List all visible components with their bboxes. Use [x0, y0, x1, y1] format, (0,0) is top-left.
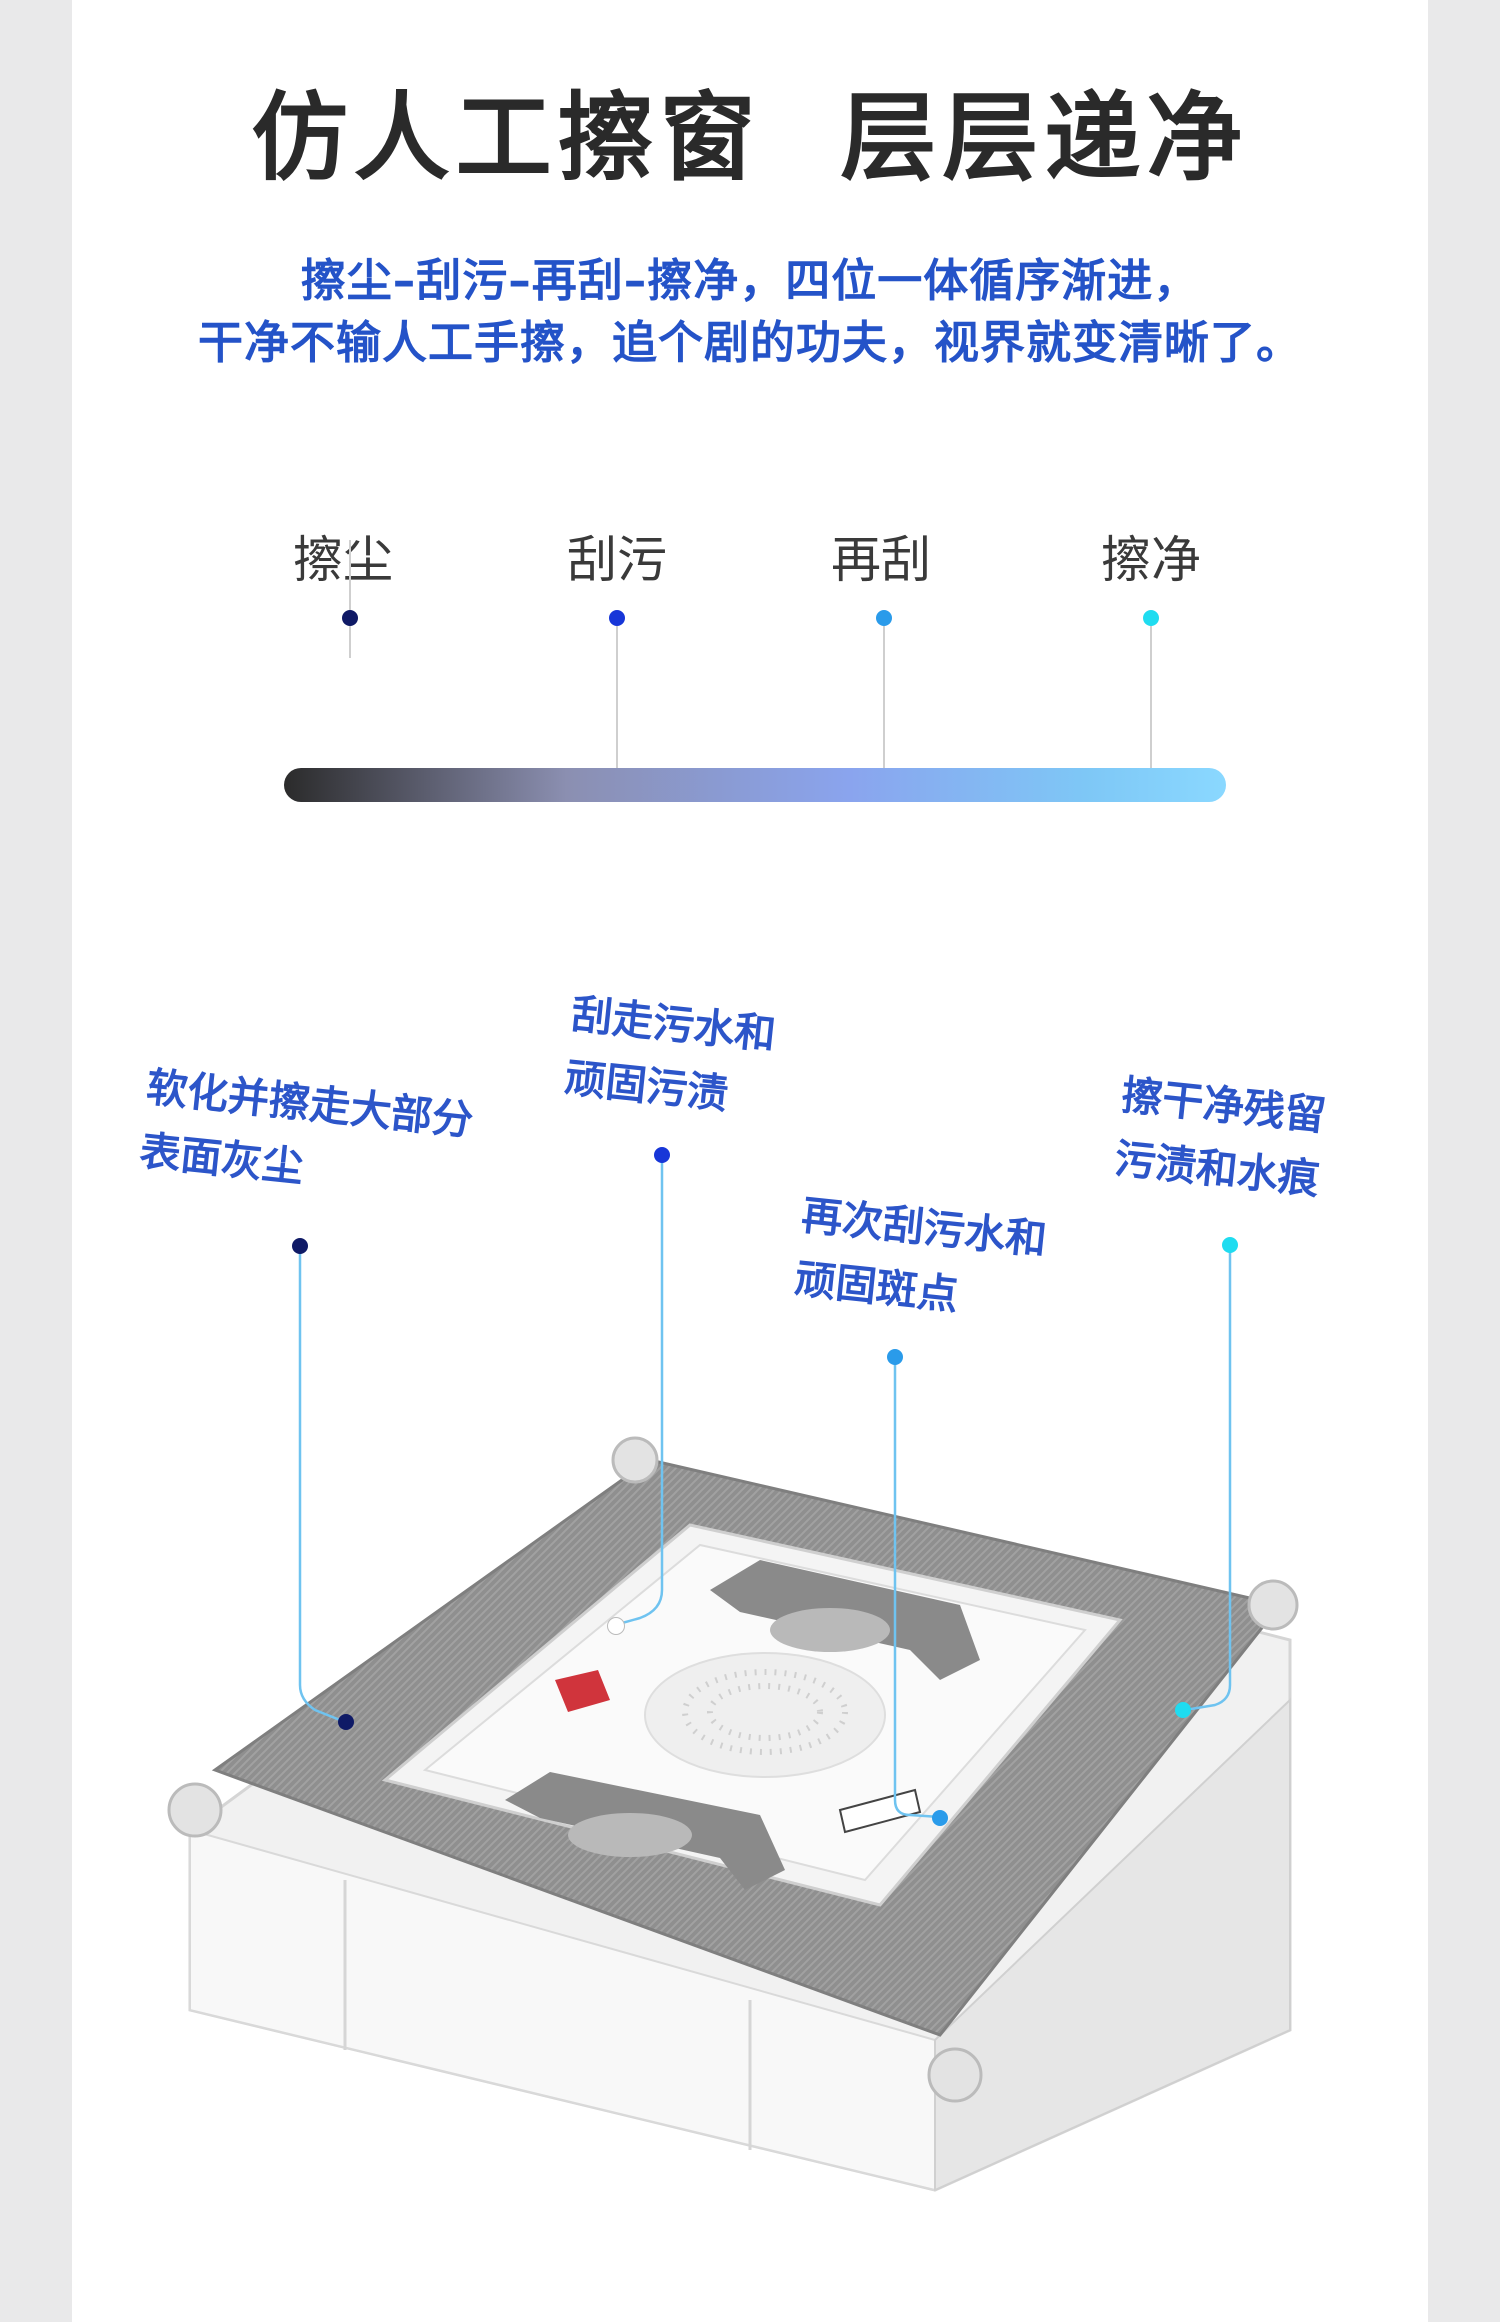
subtitle-line-1: 擦尘–刮污–再刮–擦净，四位一体循序渐进， — [300, 254, 1200, 307]
device-dot-dust — [338, 1714, 354, 1730]
step-line-rescrape — [883, 626, 885, 770]
callout-dot-wipe — [1222, 1237, 1238, 1253]
callout-dot-scrape — [654, 1147, 670, 1163]
device-dot-scrape — [607, 1617, 625, 1635]
step-line-wipe — [1150, 626, 1152, 770]
callout-wipe: 擦干净残留 污渍和水痕 — [1112, 1063, 1329, 1212]
callout-rescrape: 再次刮污水和 顽固斑点 — [792, 1183, 1050, 1336]
callout-dot-dust — [292, 1238, 308, 1254]
callout-scrape: 刮走污水和 顽固污渍 — [562, 982, 779, 1131]
step-dot-wipe — [1143, 610, 1159, 626]
step-line-scrape — [616, 626, 618, 770]
page-title: 仿人工擦窗 层层递净 — [251, 82, 1249, 194]
step-label-dust: 擦尘 — [293, 531, 393, 589]
subtitle-line-2: 干净不输人工手擦，追个剧的功夫，视界就变清晰了。 — [197, 316, 1302, 369]
step-dot-dust — [342, 610, 358, 626]
device-dot-wipe — [1175, 1702, 1191, 1718]
step-label-wipe: 擦净 — [1101, 531, 1201, 589]
step-dot-rescrape — [876, 610, 892, 626]
device-dot-rescrape — [932, 1810, 948, 1826]
step-dot-scrape — [609, 610, 625, 626]
step-label-scrape: 刮污 — [567, 531, 667, 589]
step-line-dust — [349, 540, 351, 658]
progress-gradient-bar — [284, 768, 1226, 802]
step-label-rescrape: 再刮 — [831, 531, 931, 589]
callout-dot-rescrape — [887, 1349, 903, 1365]
